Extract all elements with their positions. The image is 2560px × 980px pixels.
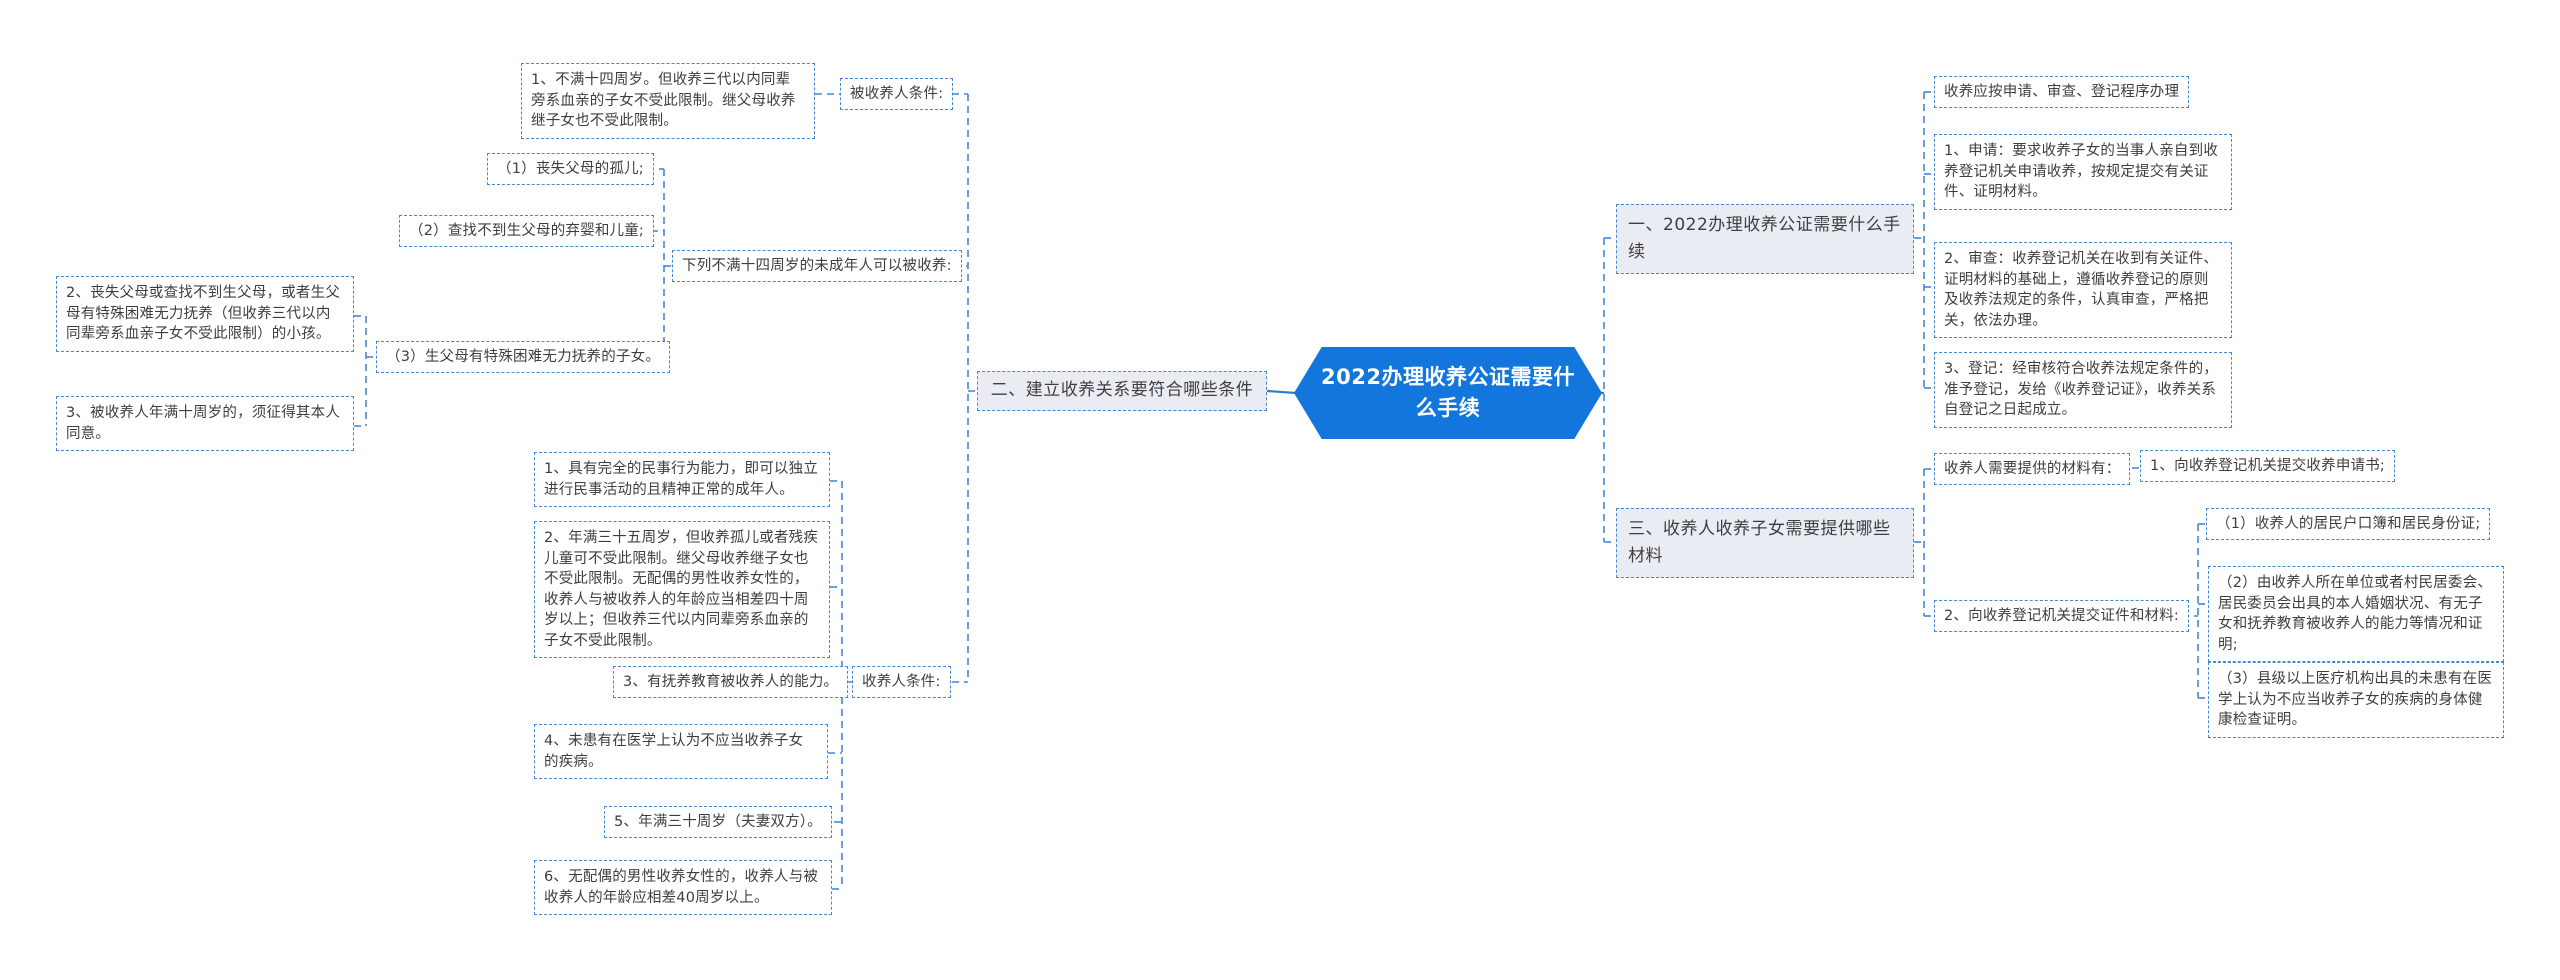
- node-procedure-step1[interactable]: 1、申请：要求收养子女的当事人亲自到收养登记机关申请收养，按规定提交有关证件、证…: [1934, 134, 2232, 210]
- node-adopter-rule5[interactable]: 5、年满三十周岁（夫妻双方）。: [604, 806, 832, 838]
- node-central-topic[interactable]: 2022办理收养公证需要什么手续: [1294, 347, 1602, 439]
- node-procedure-step3[interactable]: 3、登记：经审核符合收养法规定条件的，准予登记，发给《收养登记证》，收养关系自登…: [1934, 352, 2232, 428]
- node-materials-doc1[interactable]: （1）收养人的居民户口簿和居民身份证;: [2206, 508, 2491, 540]
- node-topic-materials[interactable]: 三、收养人收养子女需要提供哪些材料: [1616, 508, 1914, 579]
- node-adopter-rule1[interactable]: 1、具有完全的民事行为能力，即可以独立进行民事活动的且精神正常的成年人。: [534, 452, 830, 508]
- node-materials-item1[interactable]: 1、向收养登记机关提交收养申请书;: [2140, 450, 2396, 482]
- node-adopter-rule3[interactable]: 3、有抚养教育被收养人的能力。: [613, 666, 849, 698]
- node-adoptee-rule3[interactable]: 3、被收养人年满十周岁的，须征得其本人同意。: [56, 396, 354, 452]
- node-topic-conditions[interactable]: 二、建立收养关系要符合哪些条件: [977, 371, 1267, 411]
- node-materials-label[interactable]: 收养人需要提供的材料有：: [1934, 453, 2131, 485]
- node-materials-item2[interactable]: 2、向收养登记机关提交证件和材料:: [1934, 600, 2190, 632]
- node-adopter-rule4[interactable]: 4、未患有在医学上认为不应当收养子女的疾病。: [534, 724, 828, 780]
- node-adoptee-rule1[interactable]: 1、不满十四周岁。但收养三代以内同辈旁系血亲的子女不受此限制。继父母收养继子女也…: [521, 63, 815, 139]
- node-allowed-item1[interactable]: （1）丧失父母的孤儿;: [487, 153, 654, 185]
- node-adoptee-label[interactable]: 被收养人条件:: [840, 78, 954, 110]
- node-allowed-item2[interactable]: （2）查找不到生父母的弃婴和儿童;: [399, 215, 655, 247]
- node-adoptee-rule2[interactable]: 2、丧失父母或查找不到生父母，或者生父母有特殊困难无力抚养（但收养三代以内同辈旁…: [56, 276, 354, 352]
- node-allowed-header[interactable]: 下列不满十四周岁的未成年人可以被收养:: [672, 250, 962, 282]
- node-topic-procedure[interactable]: 一、2022办理收养公证需要什么手续: [1616, 204, 1914, 275]
- node-adopter-rule6[interactable]: 6、无配偶的男性收养女性的，收养人与被收养人的年龄应相差40周岁以上。: [534, 860, 832, 916]
- node-procedure-step2[interactable]: 2、审查：收养登记机关在收到有关证件、证明材料的基础上，遵循收养登记的原则及收养…: [1934, 242, 2232, 339]
- node-adopter-label[interactable]: 收养人条件:: [852, 666, 951, 698]
- node-materials-doc2[interactable]: （2）由收养人所在单位或者村民居委会、居民委员会出具的本人婚姻状况、有无子女和抚…: [2208, 566, 2504, 663]
- node-allowed-item3[interactable]: （3）生父母有特殊困难无力抚养的子女。: [376, 341, 671, 373]
- connector-topic2-center-solid: [1266, 389, 1297, 395]
- node-adopter-rule2[interactable]: 2、年满三十五周岁，但收养孤儿或者残疾儿童可不受此限制。继父母收养继子女也不受此…: [534, 521, 830, 659]
- node-materials-doc3[interactable]: （3）县级以上医疗机构出具的未患有在医学上认为不应当收养子女的疾病的身体健康检查…: [2208, 662, 2504, 738]
- node-procedure-intro[interactable]: 收养应按申请、审查、登记程序办理: [1934, 76, 2190, 108]
